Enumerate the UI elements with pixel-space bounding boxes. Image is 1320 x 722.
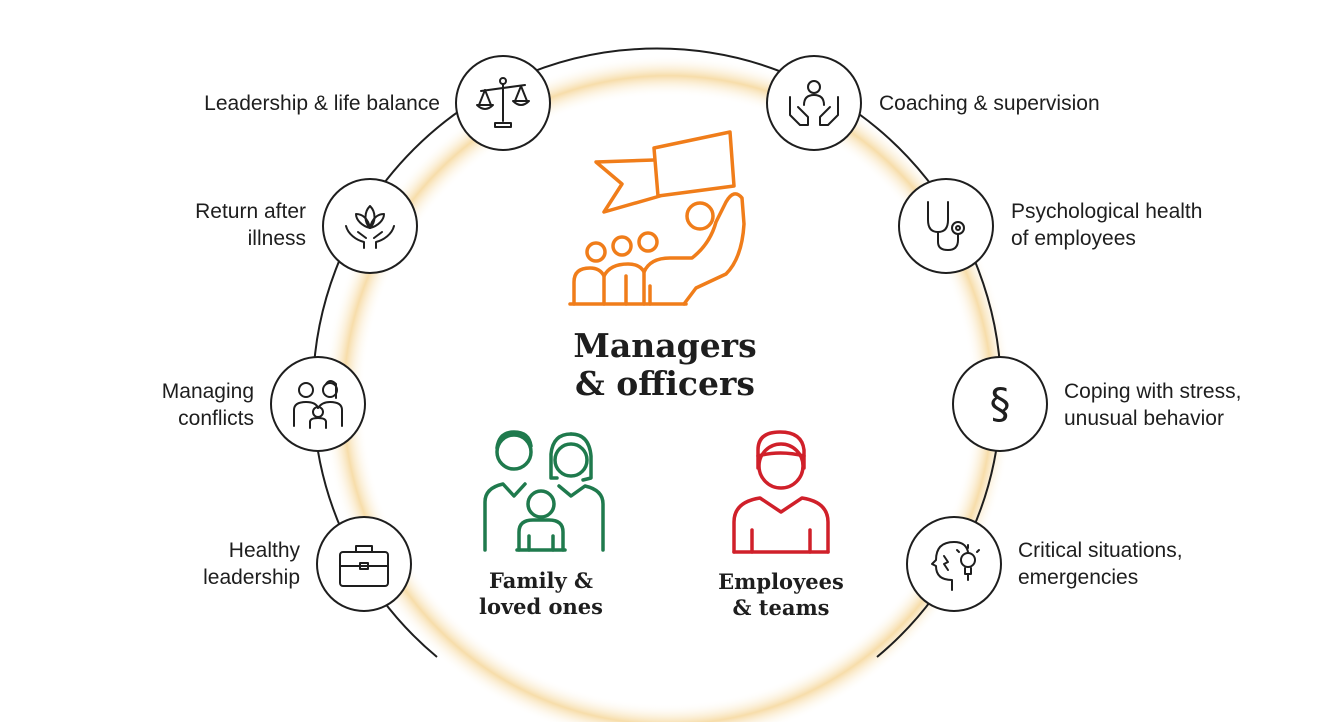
topic-label: Leadership & life balance [204, 90, 440, 117]
node-managing-conflicts [270, 356, 366, 452]
topic-line: illness [247, 227, 306, 250]
topic-label: Critical situations, emergencies [1018, 537, 1183, 591]
topic-line: Managing [161, 380, 254, 403]
node-return-after-illness [322, 178, 418, 274]
person-in-hands-icon [789, 80, 839, 126]
section-sign-icon: § [990, 379, 1011, 428]
center-title-line: & officers [575, 364, 755, 403]
family-conflict-icon [293, 380, 343, 429]
topic-line: Coaching & supervision [879, 92, 1100, 115]
stethoscope-icon [927, 201, 965, 251]
employees-label-line: Employees [718, 569, 844, 594]
family-label: Family & loved ones [441, 568, 641, 620]
topic-label: Psychological health of employees [1011, 198, 1202, 252]
topic-label: Healthy leadership [203, 537, 300, 591]
node-critical-situations [906, 516, 1002, 612]
topic-line: conflicts [178, 407, 254, 430]
topic-line: emergencies [1018, 566, 1139, 589]
center-title-line: Managers [573, 326, 757, 365]
head-lightbulb-icon [931, 541, 980, 591]
topic-line: of employees [1011, 227, 1136, 250]
topic-line: Critical situations, [1018, 539, 1183, 562]
employee-icon [732, 430, 830, 554]
hand-raising-flag-icon [568, 130, 746, 306]
topic-label: Coaching & supervision [879, 90, 1100, 117]
svg-text:§: § [990, 379, 1011, 428]
lotus-hands-icon [345, 205, 395, 249]
employees-label-line: & teams [732, 595, 830, 620]
employees-label: Employees & teams [681, 569, 881, 621]
topic-line: Leadership & life balance [204, 92, 440, 115]
node-psychological-health [898, 178, 994, 274]
topic-line: Psychological health [1011, 200, 1203, 223]
topic-line: Coping with stress, [1064, 380, 1242, 403]
topic-label: Coping with stress, unusual behavior [1064, 378, 1241, 432]
node-leadership-life-balance [455, 55, 551, 151]
scales-icon [476, 77, 530, 128]
family-label-line: Family & [488, 568, 593, 593]
topic-line: Return after [195, 200, 306, 223]
briefcase-icon [339, 545, 389, 587]
topic-line: unusual behavior [1064, 407, 1224, 430]
family-icon [483, 430, 605, 552]
ring-glow [323, 55, 1013, 722]
family-label-line: loved ones [478, 594, 603, 619]
center-title: Managers & officers [540, 327, 790, 403]
node-coaching-supervision [766, 55, 862, 151]
topic-label: Managing conflicts [162, 378, 254, 432]
topic-label: Return after illness [195, 198, 306, 252]
topic-line: leadership [203, 566, 300, 589]
node-coping-with-stress: § [952, 356, 1048, 452]
topic-line: Healthy [228, 539, 300, 562]
node-healthy-leadership [316, 516, 412, 612]
